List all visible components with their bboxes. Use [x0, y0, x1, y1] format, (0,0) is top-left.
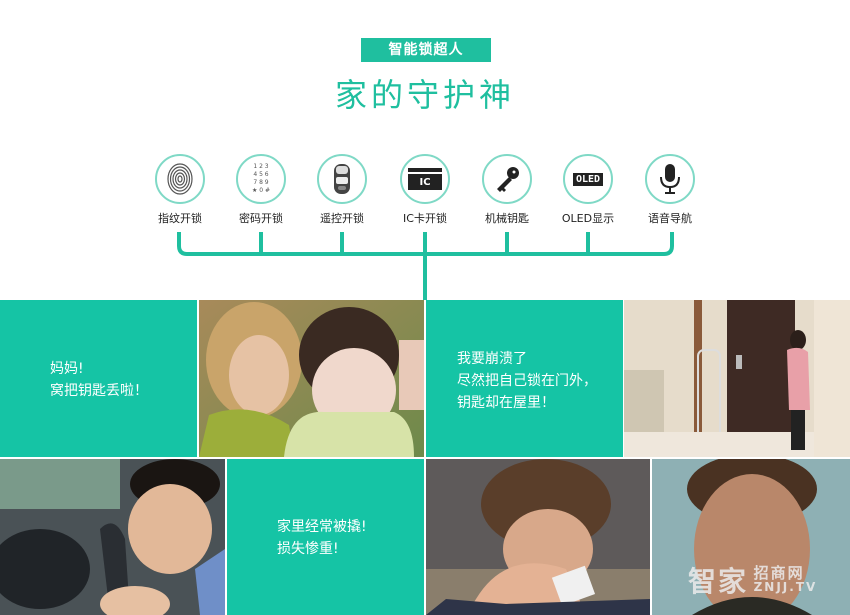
feature-label: 语音导航 — [648, 212, 692, 225]
microphone-icon — [645, 154, 695, 204]
fingerprint-icon — [155, 154, 205, 204]
oled-display-icon: OLED — [563, 154, 613, 204]
man-teary-closeup-photo — [652, 459, 850, 615]
feature-ic-card: IC IC卡开锁 — [380, 154, 470, 226]
feature-label: 遥控开锁 — [320, 212, 364, 225]
mother-and-child-photo — [199, 300, 424, 457]
story-tile-locked-out: 我要崩溃了 尽然把自己锁在门外， 钥匙却在屋里！ — [426, 300, 623, 457]
feature-voice-nav: 语音导航 — [625, 154, 715, 226]
feature-label: IC卡开锁 — [403, 212, 447, 225]
story-tile-lost-key: 妈妈! 窝把钥匙丢啦！ — [0, 300, 197, 457]
story-tile-burglary: 家里经常被撬! 损失惨重! — [227, 459, 424, 615]
feature-label: 指纹开锁 — [158, 212, 202, 225]
man-crying-in-car-photo — [0, 459, 225, 615]
feature-list: 指纹开锁 1 2 3 4 5 6 7 8 9 ★ 0 # 密码开锁 遥控开锁 I… — [0, 154, 850, 234]
key-icon — [482, 154, 532, 204]
ic-card-icon: IC — [400, 154, 450, 204]
feature-keypad: 1 2 3 4 5 6 7 8 9 ★ 0 # 密码开锁 — [216, 154, 306, 226]
page-title: 家的守护神 — [334, 76, 515, 114]
remote-control-icon — [317, 154, 367, 204]
brand-badge: 智能锁超人 — [361, 38, 491, 62]
site-watermark: 智家 招商网 ZNJJ.TV — [688, 564, 818, 598]
woman-locked-out-hallway-photo — [624, 300, 850, 457]
feature-label: OLED显示 — [561, 212, 615, 225]
feature-label: 密码开锁 — [239, 212, 283, 225]
keypad-icon: 1 2 3 4 5 6 7 8 9 ★ 0 # — [236, 154, 286, 204]
feature-oled: OLED OLED显示 — [543, 154, 633, 226]
man-wiping-tears-photo — [426, 459, 650, 615]
feature-mechanical-key: 机械钥匙 — [462, 154, 552, 226]
feature-remote: 遥控开锁 — [297, 154, 387, 226]
feature-label: 机械钥匙 — [485, 212, 529, 225]
feature-fingerprint: 指纹开锁 — [135, 154, 225, 226]
